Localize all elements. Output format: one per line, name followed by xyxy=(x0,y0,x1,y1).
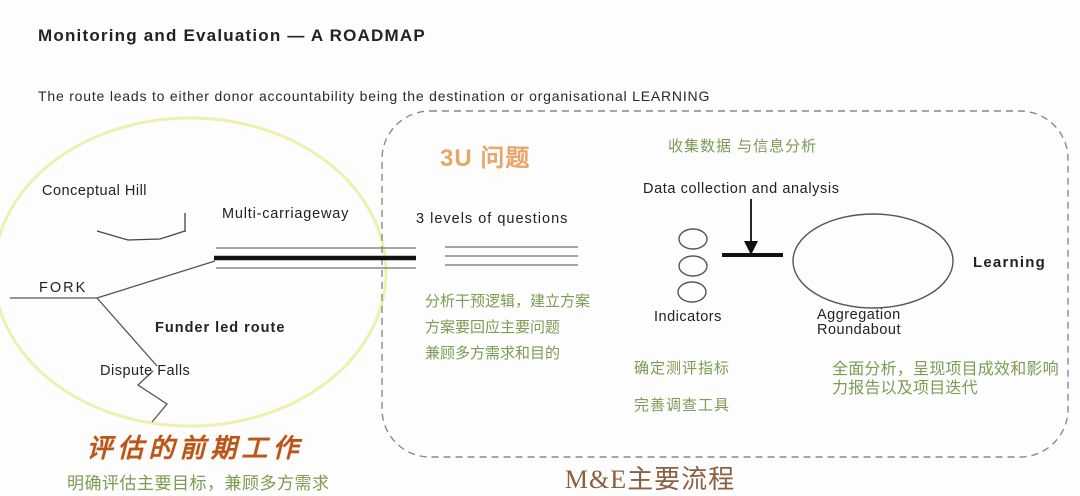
pre-evaluation-stage-note: 明确评估主要目标，兼顾多方需求 xyxy=(67,474,330,493)
three-u-title: 3U 问题 xyxy=(440,145,531,172)
data-collection-label: Data collection and analysis xyxy=(643,181,840,197)
questions-road-lines xyxy=(445,246,578,266)
data-collection-arrow xyxy=(722,199,783,257)
three-levels-label: 3 levels of questions xyxy=(416,211,569,227)
learning-label: Learning xyxy=(973,254,1046,271)
conceptual-hill-label: Conceptual Hill xyxy=(42,183,148,199)
question-notes: 分析干预逻辑，建立方案 方案要回应主要问题 兼顾多方需求和目的 xyxy=(425,289,615,367)
aggregation-label-line2: Roundabout xyxy=(817,322,902,338)
indicator-circles xyxy=(677,228,708,303)
collection-cn-label: 收集数据 与信息分析 xyxy=(668,138,818,155)
subtitle: The route leads to either donor accounta… xyxy=(38,88,711,104)
dispute-falls-zigzag xyxy=(136,370,168,423)
question-note-line: 方案要回应主要问题 xyxy=(425,319,561,336)
aggregation-roundabout-ellipse xyxy=(792,213,954,309)
multi-carriageway-label: Multi-carriageway xyxy=(222,206,350,222)
dispute-falls-label: Dispute Falls xyxy=(100,363,191,379)
indicator-note-1: 确定测评指标 xyxy=(634,360,731,377)
indicator-note-2: 完善调查工具 xyxy=(634,397,731,414)
me-process-title: M&E主要流程 xyxy=(564,465,736,494)
funder-led-route-label: Funder led route xyxy=(155,320,286,336)
fork-label: FORK xyxy=(39,280,88,296)
aggregation-roundabout-label: Aggregation Roundabout xyxy=(817,308,901,338)
fork-road-lines xyxy=(10,260,216,367)
question-note-line: 分析干预逻辑，建立方案 xyxy=(425,293,591,310)
aggregation-label-line1: Aggregation xyxy=(817,307,901,323)
pre-evaluation-stage-title: 评估的前期工作 xyxy=(86,434,304,463)
analysis-note: 全面分析，呈现项目成效和影响力报告以及项目迭代 xyxy=(832,361,1059,397)
me-process-dashed-box xyxy=(381,110,1069,458)
question-note-line: 兼顾多方需求和目的 xyxy=(425,345,561,362)
multi-carriageway-road xyxy=(214,247,416,269)
pre-evaluation-ellipse xyxy=(0,116,388,428)
indicators-label: Indicators xyxy=(654,309,722,325)
conceptual-hill-shape xyxy=(96,230,186,241)
page-title: Monitoring and Evaluation — A ROADMAP xyxy=(38,26,426,45)
